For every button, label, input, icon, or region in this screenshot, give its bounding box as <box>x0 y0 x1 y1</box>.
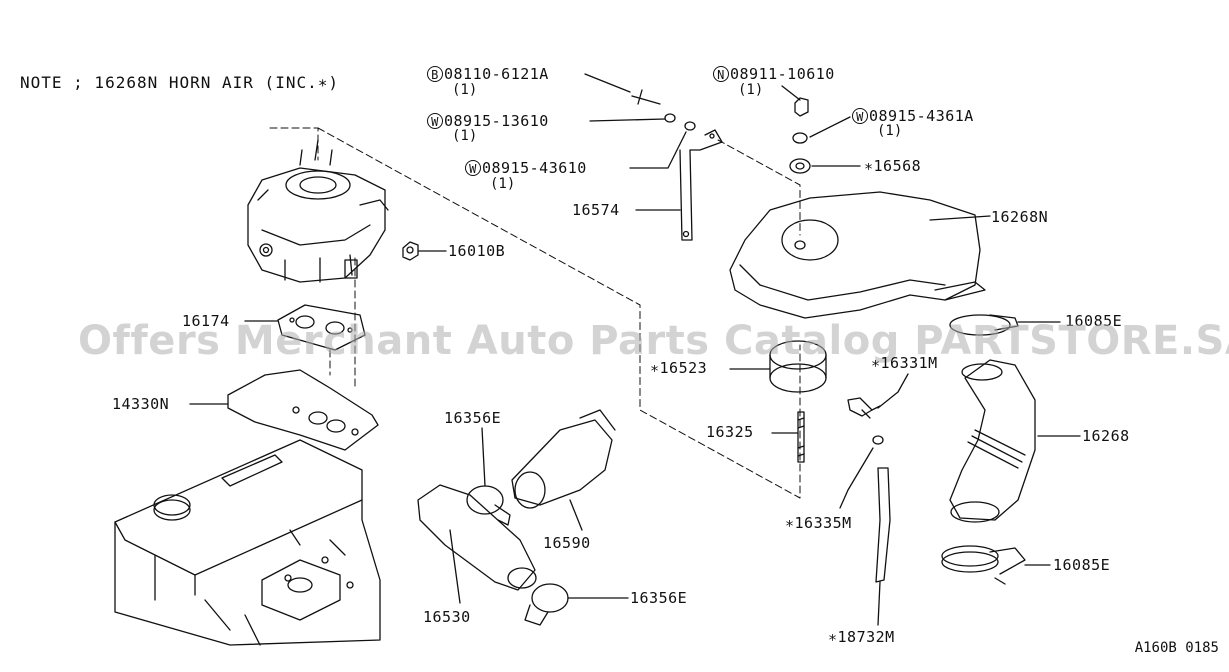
nut-16010B-illustration <box>402 241 447 261</box>
hose-16530-illustration <box>417 484 537 604</box>
part-label-16356E-bottom[interactable]: 16356E <box>630 589 688 607</box>
part-number: 08915-4361A <box>869 107 974 125</box>
part-label-16356E-top[interactable]: 16356E <box>444 409 502 427</box>
gasket-16174-illustration <box>244 304 366 351</box>
clamp-16356E-bottom-illustration <box>524 583 629 626</box>
nut-washer-stack-illustration <box>781 85 861 174</box>
part-label-16331M[interactable]: ∗16331M <box>871 354 938 372</box>
quantity: (1) <box>738 82 764 98</box>
engine-illustration <box>114 439 381 646</box>
part-number: 08110-6121A <box>444 65 549 83</box>
prefix-circle: W <box>427 113 443 129</box>
part-number: 08915-43610 <box>482 159 587 177</box>
duct-16590-illustration <box>511 409 616 531</box>
valve-16331M-illustration <box>839 373 909 509</box>
part-label-18732M[interactable]: ∗18732M <box>828 628 895 646</box>
prefix-circle: W <box>465 160 481 176</box>
air-horn-16268N-illustration <box>729 191 991 319</box>
part-label-16085E-bottom[interactable]: 16085E <box>1053 556 1111 574</box>
diagram-note: NOTE ; 16268N HORN AIR (INC.∗) <box>20 73 339 92</box>
part-label-16010B[interactable]: 16010B <box>448 242 506 260</box>
part-label-16574[interactable]: 16574 <box>572 201 620 219</box>
quantity: (1) <box>452 82 478 98</box>
part-label-16325[interactable]: 16325 <box>706 423 754 441</box>
stud-16325-illustration <box>771 411 805 463</box>
clamp-16085E-bottom-illustration <box>941 545 1051 585</box>
carburetor-illustration <box>247 139 389 283</box>
quantity: (1) <box>452 128 478 144</box>
part-label-16530[interactable]: 16530 <box>423 608 471 626</box>
part-label-16523[interactable]: ∗16523 <box>650 359 708 377</box>
part-label-16568[interactable]: ∗16568 <box>864 157 922 175</box>
bracket-16574-illustration <box>584 73 723 241</box>
part-label-16085E-top[interactable]: 16085E <box>1065 312 1123 330</box>
part-number: 08911-10610 <box>730 65 835 83</box>
seal-16523-illustration <box>729 340 827 393</box>
part-label-14330N[interactable]: 14330N <box>112 395 170 413</box>
part-label-16335M[interactable]: ∗16335M <box>785 514 852 532</box>
quantity: (1) <box>877 123 903 139</box>
prefix-circle: W <box>852 108 868 124</box>
hose-16268-illustration <box>949 359 1081 523</box>
part-number: 08915-13610 <box>444 112 549 130</box>
part-label-16590[interactable]: 16590 <box>543 534 591 552</box>
insulator-14330N-illustration <box>189 369 379 451</box>
prefix-circle: N <box>713 66 729 82</box>
part-label-16268N[interactable]: 16268N <box>991 208 1049 226</box>
part-label-16268[interactable]: 16268 <box>1082 427 1130 445</box>
prefix-circle: B <box>427 66 443 82</box>
quantity: (1) <box>490 176 516 192</box>
part-label-16174[interactable]: 16174 <box>182 312 230 330</box>
clamp-16085E-top-illustration <box>949 314 1061 336</box>
clamp-16356E-top-illustration <box>466 427 511 526</box>
hose-18732M-illustration <box>875 467 891 626</box>
diagram-code: A160B 0185 <box>1134 640 1219 656</box>
watermark: Offers Merchant Auto Parts Catalog PARTS… <box>78 318 1229 364</box>
